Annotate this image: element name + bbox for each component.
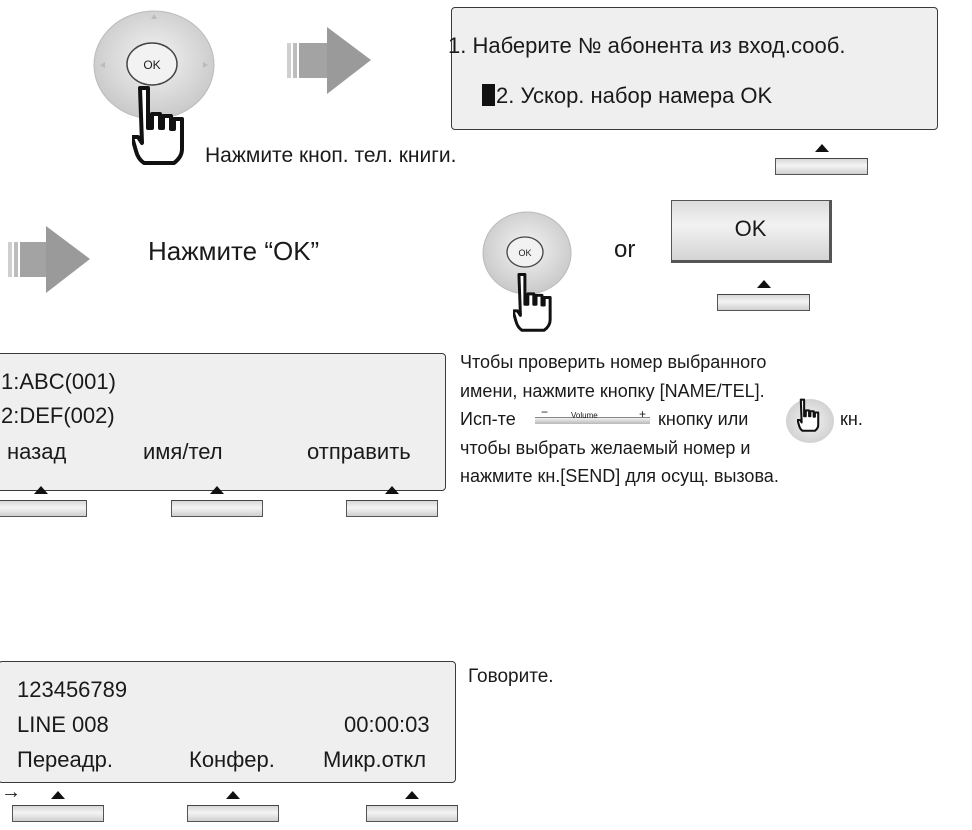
softkey-triangle-icon xyxy=(405,791,419,799)
lcd-entry-2: 2:DEF(002) xyxy=(1,403,115,428)
call-timer: 00:00:03 xyxy=(344,712,430,737)
lcd-display-1: 1. Наберите № абонента из вход.сооб. 2. … xyxy=(448,7,938,130)
svg-text:OK: OK xyxy=(143,58,160,72)
right-arrow-icon xyxy=(8,226,90,293)
pointing-hand-icon xyxy=(513,273,552,332)
step1-caption: Нажмите кноп. тел. книги. xyxy=(205,144,457,167)
dialed-number: 123456789 xyxy=(17,677,128,702)
step4-caption: Говорите. xyxy=(468,666,554,687)
softkey-button[interactable] xyxy=(717,280,810,311)
more-arrow-icon: → xyxy=(1,781,21,803)
softkey-button[interactable] xyxy=(187,791,279,822)
lcd-line-1: 1. Наберите № абонента из вход.сооб. xyxy=(448,33,846,58)
instruction-line-4: чтобы выбрать желаемый номер и xyxy=(460,437,751,458)
softkey-button[interactable] xyxy=(0,486,87,517)
softkey-triangle-icon xyxy=(814,144,829,152)
right-arrow-icon xyxy=(287,27,371,94)
instruction-line-2: имени, нажмите кнопку [NAME/TEL]. xyxy=(460,380,765,401)
instruction-line-1: Чтобы проверить номер выбранного xyxy=(460,352,767,372)
or-text: or xyxy=(614,236,636,263)
softkey-button[interactable] xyxy=(12,791,104,822)
softkey-triangle-icon xyxy=(34,486,48,494)
step2-caption: Нажмите “OK” xyxy=(148,236,320,266)
ok-key-label: OK xyxy=(734,216,767,241)
nav-pad-icon[interactable]: OK xyxy=(92,8,217,123)
softkey-triangle-icon xyxy=(210,486,224,494)
ok-softkey-button[interactable]: OK xyxy=(671,200,832,263)
softkey-triangle-icon xyxy=(51,791,65,799)
lcd-display-3: 123456789 LINE 008 00:00:03 Переадр. Кон… xyxy=(0,661,456,783)
lcd-line-2: 2. Ускор. набор намера OK xyxy=(482,84,772,107)
softkey-triangle-icon xyxy=(756,280,771,288)
lcd-display-2: 1:ABC(001) 2:DEF(002) назад имя/тел отпр… xyxy=(0,353,446,491)
instruction-line-5: нажмите кн.[SEND] для осущ. вызова. xyxy=(460,466,779,486)
softkey-label-mute: Микр.откл xyxy=(323,747,427,772)
softkey-triangle-icon xyxy=(226,791,240,799)
softkey-label-transfer: Переадр. xyxy=(17,747,113,772)
pointing-hand-icon xyxy=(132,86,184,165)
softkey-triangle-icon xyxy=(385,486,399,494)
instructions-text: Чтобы проверить номер выбранного имени, … xyxy=(460,348,965,491)
svg-text:OK: OK xyxy=(518,248,531,258)
volume-key-icon: − Volume + xyxy=(535,405,650,424)
softkey-label-conference: Конфер. xyxy=(189,747,275,772)
softkey-button[interactable] xyxy=(366,791,458,822)
cursor-block xyxy=(482,84,495,106)
softkey-label-name-tel: имя/тел xyxy=(143,439,223,464)
softkey-label-back: назад xyxy=(7,439,67,464)
instruction-line-3: Исп-те − Volume + кнопку или кн. xyxy=(460,398,965,443)
softkey-button[interactable] xyxy=(775,144,868,175)
softkey-button[interactable] xyxy=(346,486,438,517)
line-indicator: LINE 008 xyxy=(17,712,109,737)
pointing-hand-icon xyxy=(797,398,820,432)
lcd-entry-1: 1:ABC(001) xyxy=(1,369,116,394)
softkey-label-send: отправить xyxy=(307,439,411,464)
softkey-button[interactable] xyxy=(171,486,263,517)
